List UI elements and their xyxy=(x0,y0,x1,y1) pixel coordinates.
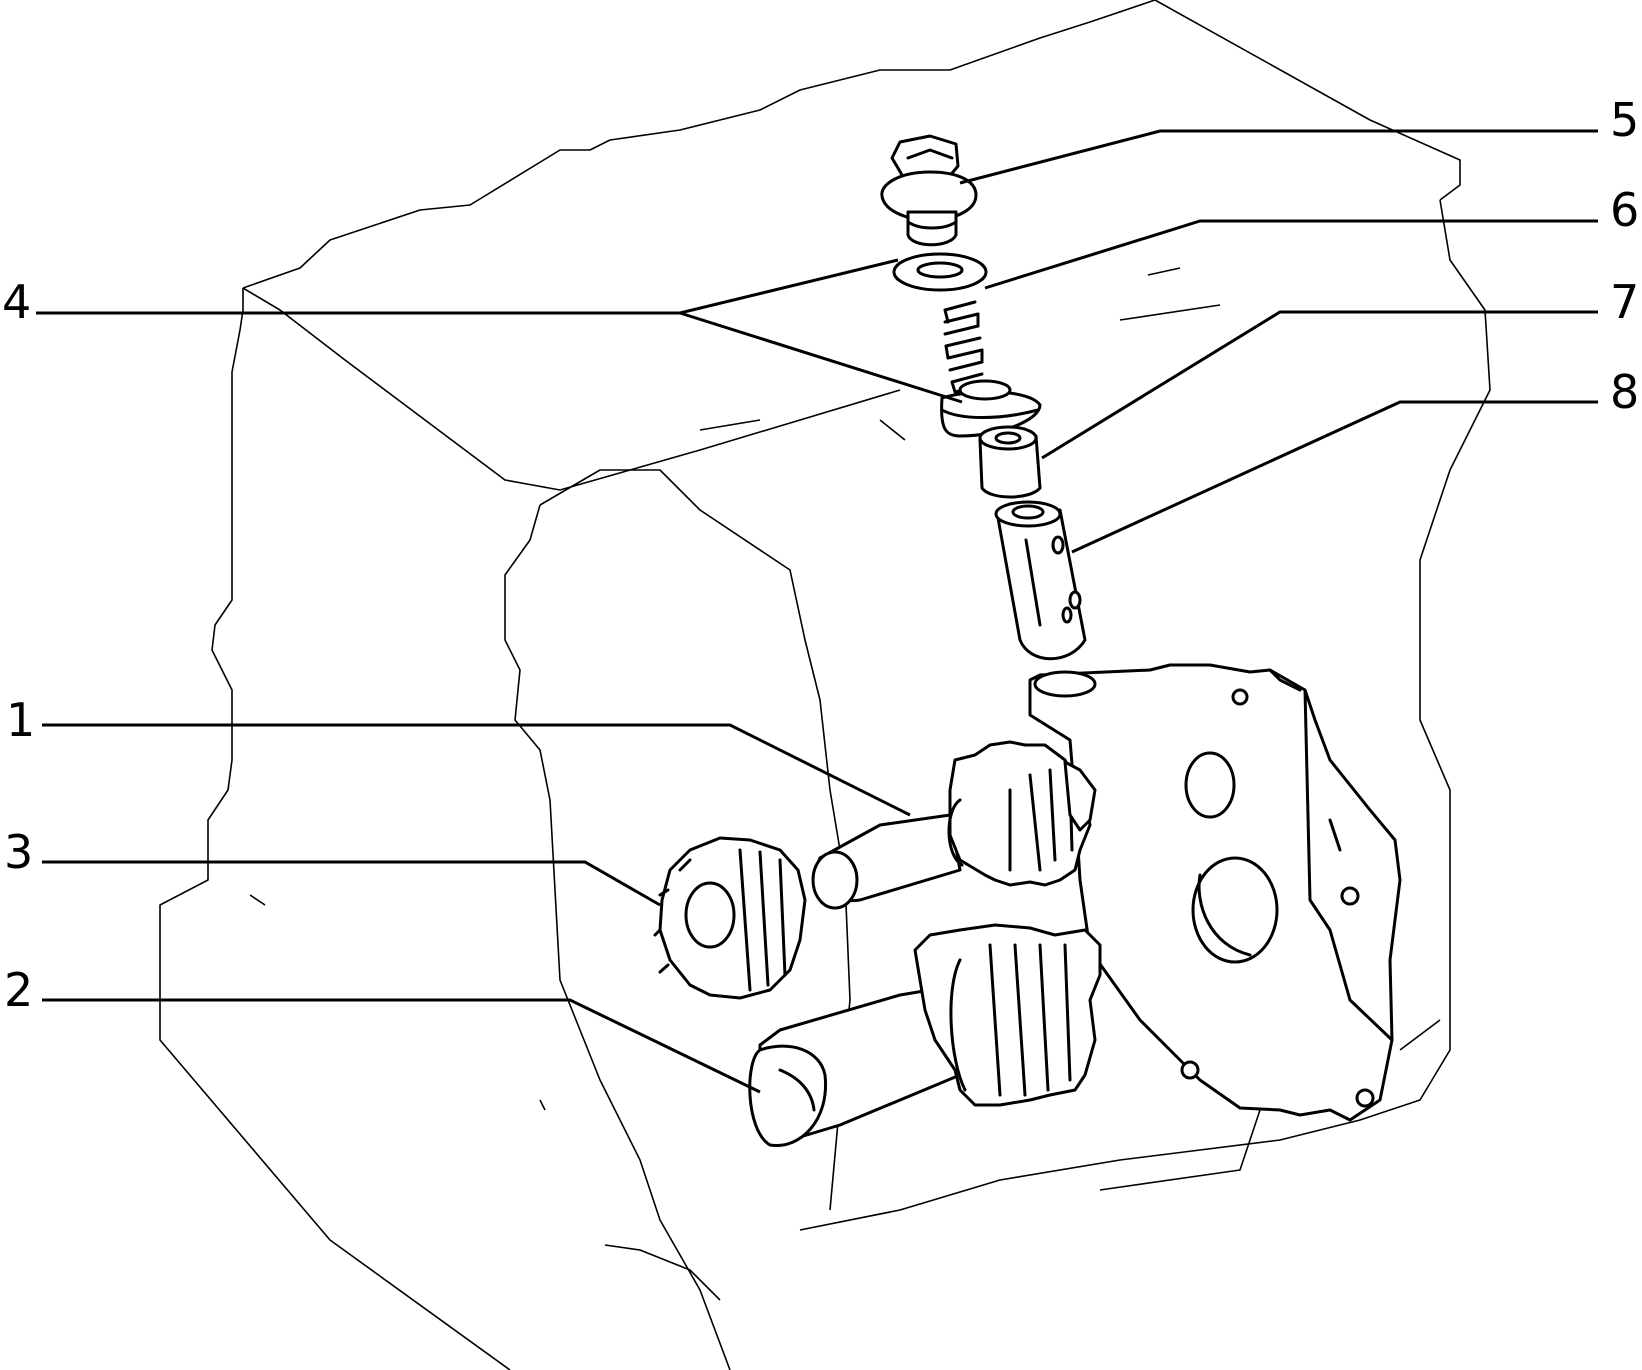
part-5-plug-bolt xyxy=(880,134,978,247)
callout-1: 1 xyxy=(6,693,35,747)
part-6-upper-washer xyxy=(892,252,988,292)
part-7-sleeve xyxy=(978,425,1042,499)
leader-line-8 xyxy=(1071,400,1598,554)
callout-6: 6 xyxy=(1610,183,1639,237)
callout-7: 7 xyxy=(1610,275,1639,329)
callout-5: 5 xyxy=(1610,93,1639,147)
callout-3: 3 xyxy=(4,825,33,879)
leader-line-6 xyxy=(984,219,1598,290)
callout-labels: 1 2 3 4 5 6 7 8 xyxy=(2,93,1639,1017)
callout-2: 2 xyxy=(4,963,33,1017)
leader-line-1 xyxy=(42,723,911,817)
part-3-spur-gear xyxy=(653,836,807,1000)
part-2-driven-gear-shaft xyxy=(748,923,1102,1148)
relief-spring xyxy=(943,300,984,394)
pump-housing xyxy=(1028,663,1402,1122)
part-4-washer xyxy=(940,379,1042,438)
leader-line-2 xyxy=(42,998,761,1094)
leader-line-3 xyxy=(42,860,661,907)
part-1-drive-gear-shaft xyxy=(811,740,1097,910)
leader-lines xyxy=(36,129,1598,1094)
leader-line-5 xyxy=(959,129,1598,185)
leader-line-7 xyxy=(1041,310,1598,460)
engine-block-outline xyxy=(159,0,1491,1370)
callout-8: 8 xyxy=(1610,365,1639,419)
leader-line-4a xyxy=(36,258,899,315)
leader-line-4b xyxy=(679,311,963,404)
part-8-relief-piston xyxy=(994,500,1087,661)
callout-4: 4 xyxy=(2,275,31,329)
